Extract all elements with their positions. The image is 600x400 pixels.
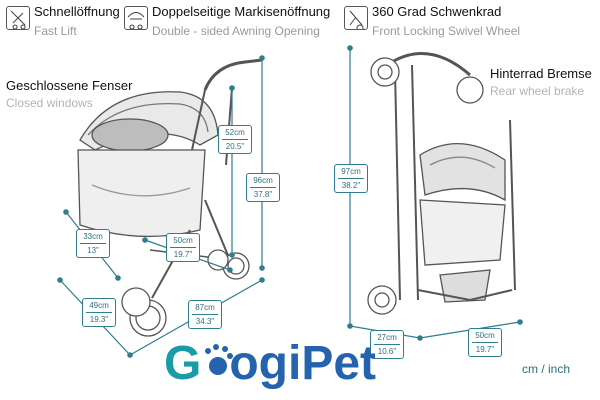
feature-title-de: Schnellöffnung — [34, 4, 120, 19]
left-label-de: Geschlossene Fenser — [6, 78, 133, 93]
paw-icon — [205, 344, 233, 375]
dimension-tag: 49cm 19.3" — [82, 298, 116, 327]
left-label-en: Closed windows — [6, 96, 93, 110]
dimension-inch: 34.3" — [195, 317, 215, 326]
fold-stroller-icon — [6, 6, 30, 30]
dimension-inch: 20.5" — [225, 142, 245, 151]
dimension-cm: 97cm — [341, 167, 361, 176]
dimension-tag: 50cm 19.7" — [166, 233, 200, 262]
dimension-tag: 27cm 10.6" — [370, 330, 404, 359]
stroller-side-view — [77, 58, 263, 337]
dimension-cm: 50cm — [173, 236, 193, 245]
swivel-wheel-icon — [344, 6, 368, 32]
feature-title-de: 360 Grad Schwenkrad — [372, 4, 502, 19]
dimension-inch: 37.8" — [253, 190, 273, 199]
logo-rest: ogiPet — [229, 337, 377, 390]
dimension-cm: 49cm — [89, 301, 109, 310]
right-label-de: Hinterrad Bremse — [490, 66, 592, 81]
dimension-inch: 13" — [87, 246, 99, 255]
awning-icon — [124, 6, 148, 30]
dimension-tag: 96cm 37.8" — [246, 173, 280, 202]
logo-first-letter: G — [164, 337, 202, 390]
dimension-tag: 97cm 38.2" — [334, 164, 368, 193]
feature-title-en: Double - sided Awning Opening — [152, 24, 320, 38]
dimension-cm: 27cm — [377, 333, 397, 342]
dimension-inch: 19.7" — [173, 250, 193, 259]
dimension-cm: 33cm — [83, 232, 103, 241]
dimension-tag: 50cm 19.7" — [468, 328, 502, 357]
units-label: cm / inch — [522, 362, 571, 376]
dimension-inch: 38.2" — [341, 181, 361, 190]
dimension-inch: 19.7" — [475, 345, 495, 354]
dimension-cm: 50cm — [475, 331, 495, 340]
dimension-cm: 96cm — [253, 176, 273, 185]
dimension-cm: 52cm — [225, 128, 245, 137]
stroller-front-view — [367, 52, 516, 315]
dimension-tag: 87cm 34.3" — [188, 300, 222, 329]
dimension-tag: 52cm 20.5" — [218, 125, 252, 154]
dimension-tag: 33cm 13" — [76, 229, 110, 258]
dimension-cm: 87cm — [195, 303, 215, 312]
feature-title-de: Doppelseitige Markisenöffnung — [152, 4, 331, 19]
dimension-inch: 19.3" — [89, 315, 109, 324]
dimension-inch: 10.6" — [377, 347, 397, 356]
right-label-en: Rear wheel brake — [490, 84, 585, 98]
feature-title-en: Fast Lift — [34, 24, 77, 38]
feature-title-en: Front Locking Swivel Wheel — [372, 24, 521, 38]
